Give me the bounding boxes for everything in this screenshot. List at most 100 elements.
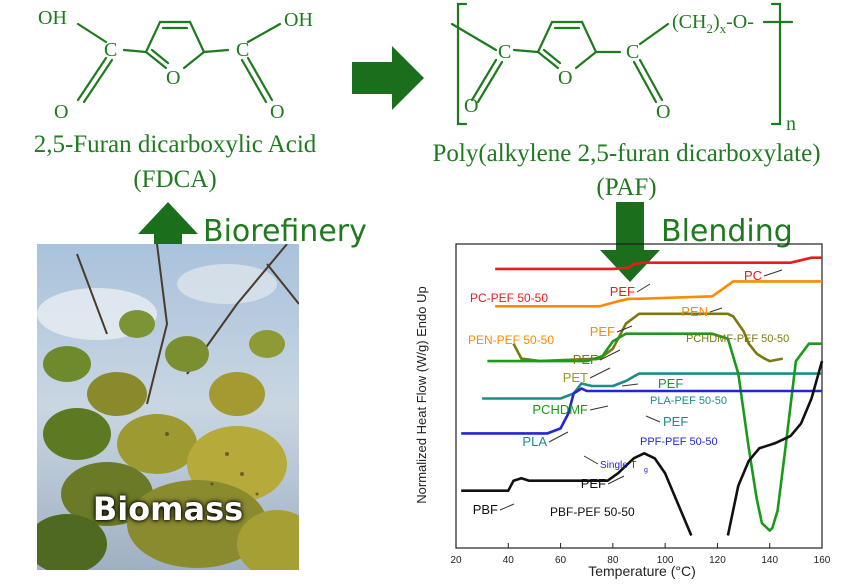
paf-ring-oxygen: O <box>558 67 572 89</box>
annotation-label: PCHDMF-PEF 50-50 <box>686 333 789 345</box>
paf-bond <box>450 22 498 52</box>
annotation-pointer <box>763 269 783 277</box>
series-line <box>495 280 822 308</box>
fdca-bond <box>82 58 114 104</box>
paf-carbon-right: C <box>626 41 639 63</box>
x-tick-label: 20 <box>450 555 462 566</box>
paf-oxygen-right: O <box>656 101 670 123</box>
fdca-structure <box>76 20 282 104</box>
annotation-label: PBF <box>473 502 498 517</box>
fdca-ring-bond <box>144 20 162 54</box>
paf-ring-bond <box>536 20 554 54</box>
blending-label: Blending <box>661 214 793 249</box>
y-axis-label: Normalized Heat Flow (W/g) Endo Up <box>414 286 429 503</box>
x-axis-label: Temperature (°C) <box>588 563 696 579</box>
annotation-pointer <box>709 307 723 313</box>
fdca-bond <box>76 56 108 102</box>
biomass-photo-illustration <box>37 244 299 570</box>
paf-repeat-n: n <box>786 113 796 135</box>
annotation-label: PBF-PEF 50-50 <box>550 505 635 519</box>
paf-bond <box>476 60 504 104</box>
annotation-pointer <box>499 503 515 511</box>
fdca-bond <box>246 56 274 102</box>
annotation-label: PEN <box>681 304 708 319</box>
x-tick-label: 60 <box>555 555 567 566</box>
paf-ring-bond <box>574 50 598 70</box>
paf-name: Poly(alkylene 2,5-furan dicarboxylate) <box>432 140 821 167</box>
paf-bond <box>638 22 670 46</box>
x-tick-label: 160 <box>814 555 831 566</box>
annotation-label: PET <box>563 370 588 385</box>
paf-bond <box>638 58 664 102</box>
fdca-oh-right: OH <box>284 9 313 31</box>
plot-frame <box>455 243 823 549</box>
annotation-label: PEF <box>573 352 598 367</box>
annotation-pointer <box>621 383 639 387</box>
fdca-bond <box>122 48 148 54</box>
chemical-structures: OH C O C OH O O C O C O <box>38 2 796 135</box>
annotation-label: PEN-PEF 50-50 <box>468 333 554 347</box>
x-tick-label: 40 <box>503 555 515 566</box>
x-ticks: 20 40 60 80 100 120 140 160 <box>450 543 831 566</box>
biorefinery-label: Biorefinery <box>203 214 367 249</box>
series-line <box>487 332 822 532</box>
fdca-bond <box>76 22 108 44</box>
biomass-photo: Biomass <box>37 244 299 570</box>
x-tick-label: 120 <box>709 555 726 566</box>
paf-ring-bond <box>580 20 598 54</box>
paf-bond <box>512 48 540 54</box>
annotation-label: PC-PEF 50-50 <box>470 291 548 305</box>
annotation-pointer <box>599 349 621 361</box>
fdca-ring-bond <box>182 50 206 70</box>
x-tick-label: 80 <box>607 555 619 566</box>
paf-structure <box>450 2 794 126</box>
biomass-label: Biomass <box>92 490 244 528</box>
annotation-pointer <box>583 455 599 465</box>
series-line <box>495 256 822 271</box>
fdca-bond <box>202 48 230 54</box>
fdca-oh-left: OH <box>38 7 67 29</box>
annotation-label: Single T <box>600 460 637 471</box>
paf-chain: (CH2)x-O- <box>672 11 754 36</box>
annotation-pointer <box>645 415 661 423</box>
reaction-arrow-icon <box>352 46 424 110</box>
annotation-label: PEF <box>581 476 606 491</box>
paf-bond <box>632 60 658 104</box>
series-line <box>726 360 824 536</box>
annotation-pointer <box>589 367 611 379</box>
paf-abbreviation: (PAF) <box>596 174 657 201</box>
annotation-label: PC <box>744 268 762 283</box>
series-line <box>482 372 822 400</box>
fdca-name: 2,5-Furan dicarboxylic Acid <box>33 131 317 158</box>
paf-carbon-left: C <box>498 41 511 63</box>
fdca-carbon-right: C <box>236 39 249 61</box>
annotation-pointer <box>548 431 569 443</box>
fdca-oxygen-left: O <box>54 101 68 123</box>
fdca-ring-oxygen: O <box>166 67 180 89</box>
annotation-label: PEF <box>658 376 683 391</box>
annotation-pointer <box>589 405 609 411</box>
paf-ring-bond <box>542 48 562 65</box>
annotation-label: PLA-PEF 50-50 <box>650 395 727 407</box>
fdca-bond <box>246 22 282 44</box>
fdca-abbreviation: (FDCA) <box>133 166 217 193</box>
x-tick-label: 100 <box>657 555 674 566</box>
biorefinery-arrow-icon <box>138 202 198 282</box>
fdca-ring-bond <box>144 50 168 70</box>
fdca-oxygen-right: O <box>270 101 284 123</box>
paf-bond <box>470 58 498 102</box>
paf-bracket-right <box>770 2 782 126</box>
annotation-label: PEF <box>610 284 635 299</box>
annotation-pointer <box>636 283 651 293</box>
paf-bracket-left <box>456 2 468 126</box>
series-layer <box>461 256 824 537</box>
annotation-label: PPF-PEF 50-50 <box>640 436 718 448</box>
x-tick-label: 140 <box>761 555 778 566</box>
paf-oxygen-left: O <box>464 95 478 117</box>
series-line <box>461 452 693 537</box>
fdca-carbon-left: C <box>104 39 117 61</box>
dsc-chart: Normalized Heat Flow (W/g) Endo Up Tempe… <box>414 243 831 579</box>
annotation-label: PLA <box>522 434 547 449</box>
annotation-label: PCHDMF <box>532 402 588 417</box>
fdca-bond <box>240 58 268 104</box>
